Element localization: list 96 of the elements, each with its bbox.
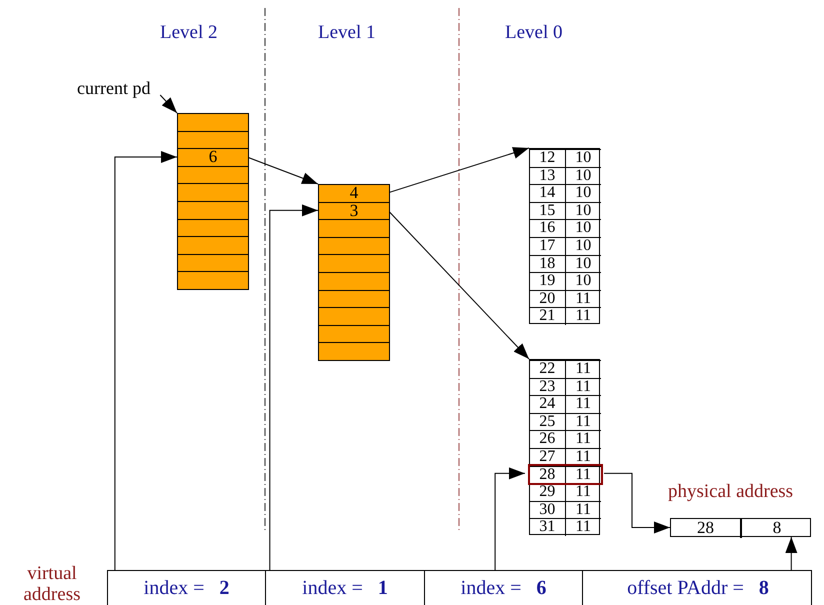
- table-row: [530, 518, 601, 536]
- entry-value: 11: [574, 519, 592, 536]
- table-row: [530, 237, 601, 255]
- page-table: [529, 359, 600, 535]
- entry-value: 28: [697, 518, 714, 537]
- table-row: [530, 202, 601, 220]
- page-number: 19: [530, 273, 566, 290]
- entry-value: 10: [574, 256, 592, 272]
- page-number: 12: [530, 150, 566, 167]
- field-label: index = 6: [460, 577, 546, 599]
- table-row: [530, 166, 601, 184]
- arrow: [114, 151, 178, 570]
- page-number: 16: [530, 220, 566, 237]
- page-number: 22: [530, 361, 566, 378]
- entry-value: 11: [574, 502, 592, 518]
- entry-value: 11: [574, 290, 592, 308]
- page-number: 28: [530, 466, 566, 484]
- table-row: [530, 184, 601, 202]
- table-row: [530, 219, 601, 237]
- level-heading: Level 2: [160, 22, 218, 44]
- table-row: [177, 148, 249, 167]
- address-caption: physical address: [668, 481, 794, 503]
- page-number: 27: [530, 449, 566, 466]
- table-row: [530, 360, 601, 378]
- page-number: 25: [530, 414, 566, 430]
- table-row: [177, 271, 249, 290]
- table-row: [318, 219, 390, 238]
- page-number: 24: [530, 396, 566, 413]
- page-directory-table: [318, 184, 388, 360]
- entry-value: 10: [574, 150, 592, 167]
- table-row: [530, 272, 601, 290]
- page-number: 23: [530, 378, 566, 396]
- entry-value: 11: [574, 466, 592, 484]
- page-number: 17: [530, 238, 566, 255]
- table-row: [530, 412, 601, 430]
- table-row: [530, 430, 601, 448]
- entry-value: 11: [574, 396, 592, 413]
- table-row: [318, 254, 390, 273]
- page-number: 29: [530, 484, 566, 501]
- entry-value: 6: [208, 147, 218, 166]
- level-heading: Level 1: [318, 22, 376, 44]
- page-number: 31: [530, 519, 566, 536]
- table-row: [318, 272, 390, 291]
- entry-value: 8: [772, 518, 782, 537]
- arrow: [494, 467, 526, 570]
- arrow: [604, 472, 670, 534]
- table-row: [318, 307, 390, 326]
- page-number: 26: [530, 431, 566, 448]
- page-table: [529, 148, 600, 324]
- entry-value: 4: [350, 183, 358, 202]
- field-label: offset PAddr = 8: [627, 577, 769, 599]
- page-number: 15: [530, 202, 566, 220]
- table-row: [318, 184, 390, 203]
- entry-value: 11: [574, 449, 592, 466]
- arrow: [269, 204, 318, 570]
- page-number: 21: [530, 308, 566, 325]
- entry-value: 10: [574, 220, 592, 237]
- entry-value: 11: [574, 431, 592, 448]
- table-row: [530, 149, 601, 167]
- page-number: 18: [530, 256, 566, 272]
- table-row: [530, 378, 601, 396]
- entry-value: 11: [574, 308, 592, 325]
- table-row: [177, 236, 249, 255]
- table-row: [530, 290, 601, 308]
- entry-value: 10: [574, 273, 592, 290]
- entry-value: 11: [574, 414, 592, 430]
- page-number: 20: [530, 290, 566, 308]
- arrow: [785, 536, 798, 570]
- address-caption: virtual address: [22, 563, 82, 605]
- entry-value: 3: [350, 200, 358, 220]
- entry-value: 10: [574, 168, 592, 184]
- entry-value: 10: [574, 238, 592, 255]
- table-row: [177, 183, 249, 202]
- table-row: [318, 342, 390, 361]
- field-label: index = 1: [302, 577, 388, 599]
- table-row: [530, 466, 601, 484]
- entry-value: 11: [574, 484, 592, 501]
- table-row: [177, 113, 249, 132]
- entry-value: 10: [574, 202, 592, 220]
- table-row: [530, 500, 601, 518]
- entry-value: 11: [574, 361, 592, 378]
- table-row: [530, 448, 601, 466]
- entry-value: 10: [574, 185, 592, 202]
- page-number: 14: [530, 185, 566, 202]
- field-label: index = 2: [144, 577, 230, 599]
- arrow: [160, 94, 178, 114]
- table-row: [530, 254, 601, 272]
- table-row: [177, 201, 249, 220]
- page-number: 30: [530, 502, 566, 518]
- level-heading: Level 0: [505, 22, 563, 44]
- entry-value: 11: [574, 378, 592, 396]
- page-directory-table: [177, 113, 247, 289]
- page-number: 13: [530, 168, 566, 184]
- pointer-label: current pd: [77, 78, 150, 98]
- table-row: [530, 307, 601, 325]
- table-row: [530, 395, 601, 413]
